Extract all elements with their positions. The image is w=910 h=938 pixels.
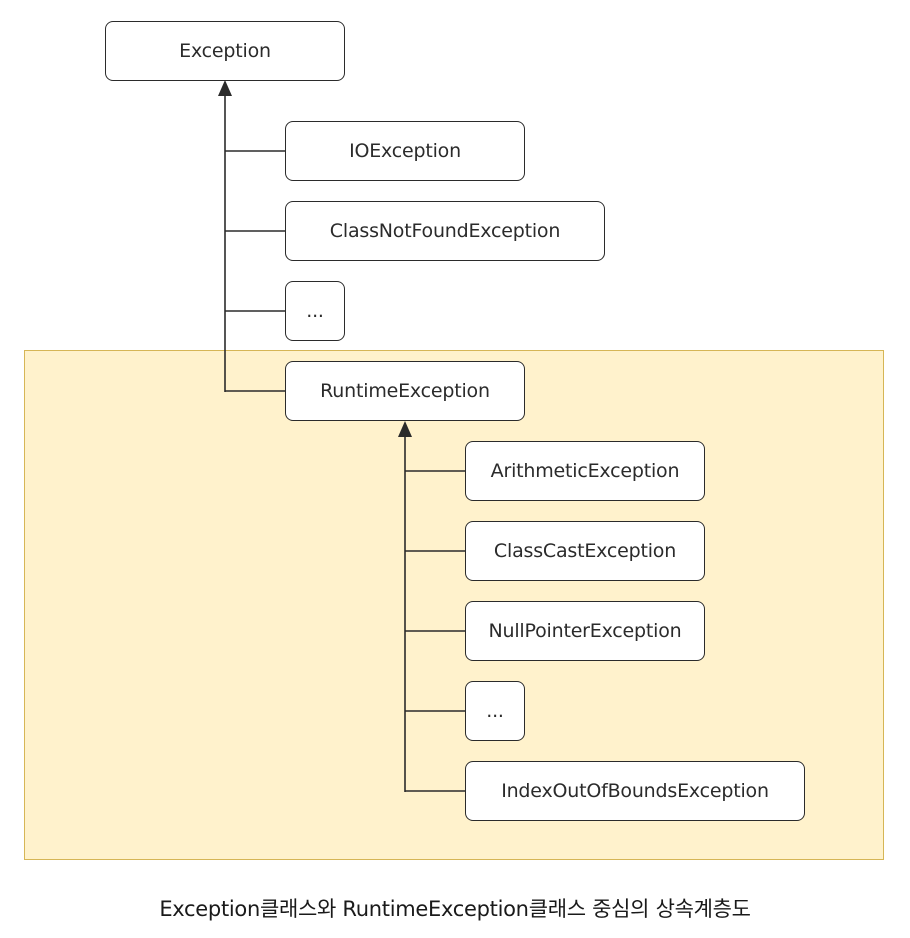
node-arithmetic-exception: ArithmeticException xyxy=(465,441,705,501)
node-io-exception: IOException xyxy=(285,121,525,181)
node-class-cast-exception: ClassCastException xyxy=(465,521,705,581)
node-runtime-exception: RuntimeException xyxy=(285,361,525,421)
cutoff-heading xyxy=(0,0,910,8)
node-exception: Exception xyxy=(105,21,345,81)
node-index-out-of-bounds-exception: IndexOutOfBoundsException xyxy=(465,761,805,821)
node-class-not-found-exception: ClassNotFoundException xyxy=(285,201,605,261)
figure-caption: Exception클래스와 RuntimeException클래스 중심의 상속… xyxy=(159,897,751,921)
node-ellipsis-2: ... xyxy=(465,681,525,741)
node-null-pointer-exception: NullPointerException xyxy=(465,601,705,661)
node-ellipsis-1: ... xyxy=(285,281,345,341)
